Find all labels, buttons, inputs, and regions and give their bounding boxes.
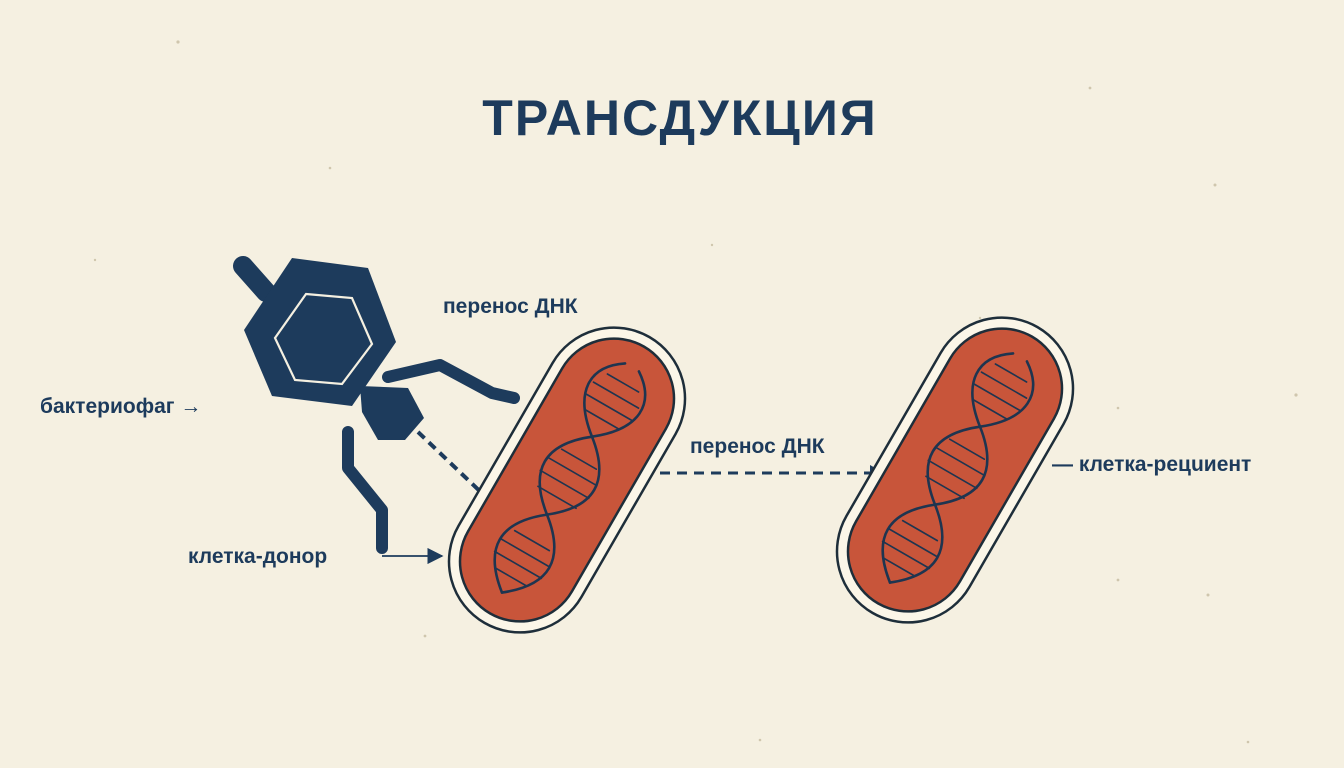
donor-cell: [447, 326, 687, 634]
donor-cell-body: [447, 326, 687, 634]
dna-transfer-label-middle: перенос ДНК: [690, 435, 825, 458]
page-title: ТРАНСДУКЦИЯ: [482, 90, 877, 146]
dna-transfer-label-top: перенос ДНК: [443, 295, 578, 318]
recipient-cell-label: — клетка-рецuиент: [1052, 453, 1251, 476]
bacteriophage-label: бактериофаг →: [40, 395, 201, 418]
donor-dna-icon: [493, 362, 647, 594]
donor-cell-label: клетка-донор: [188, 545, 327, 568]
recipient-cell: [835, 316, 1075, 624]
background-specks: [93, 40, 1298, 744]
bacteriophage-icon: [233, 256, 520, 554]
recipient-cell-body: [835, 316, 1075, 624]
recipient-dna-icon: [881, 352, 1035, 584]
